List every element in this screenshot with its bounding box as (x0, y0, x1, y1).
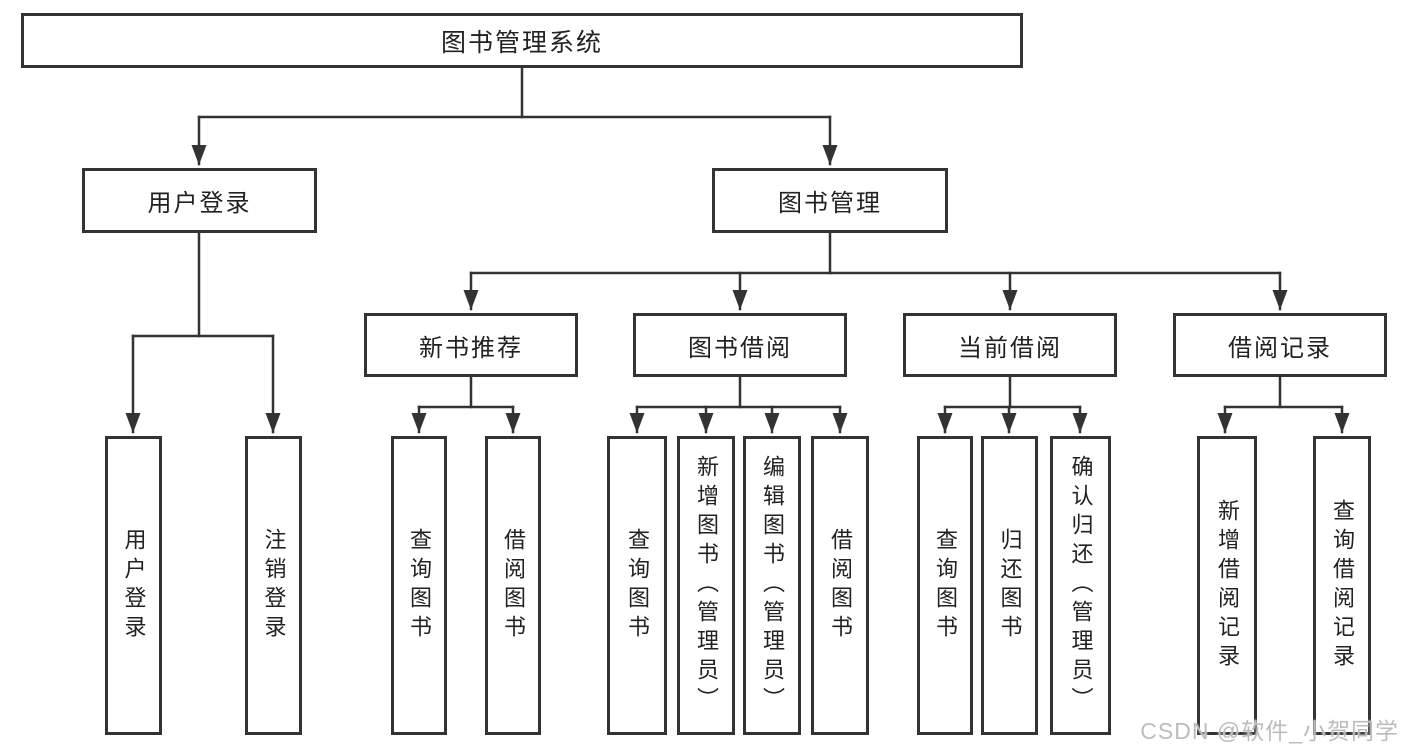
node-label: 借阅记录 (1228, 334, 1332, 362)
node-label: 确认归还（管理员） (1068, 455, 1094, 716)
node-label: 注销登录 (261, 527, 287, 644)
node-borrow-records: 借阅记录 (1173, 313, 1387, 377)
node-book-borrow: 图书借阅 (633, 313, 847, 377)
node-label: 编辑图书（管理员） (760, 455, 785, 716)
node-label: 查询图书 (625, 527, 650, 644)
node-new-book-recommend: 新书推荐 (364, 313, 578, 377)
node-label: 借阅图书 (501, 527, 526, 644)
node-current-borrow: 当前借阅 (903, 313, 1117, 377)
leaf-query-books-borrow: 查询图书 (607, 436, 667, 735)
leaf-confirm-return-admin: 确认归还（管理员） (1050, 436, 1111, 735)
leaf-add-borrow-record: 新增借阅记录 (1197, 436, 1257, 735)
node-label: 查询图书 (407, 527, 432, 644)
node-label: 归还图书 (997, 527, 1023, 644)
leaf-query-books-recommend: 查询图书 (391, 436, 447, 735)
node-label: 用户登录 (147, 190, 252, 217)
csdn-watermark: CSDN @软件_小贺同学 (1140, 718, 1399, 744)
leaf-borrow-books: 借阅图书 (811, 436, 869, 735)
leaf-query-books-current: 查询图书 (917, 436, 973, 735)
node-root-system: 图书管理系统 (21, 13, 1023, 68)
node-label: 新增图书（管理员） (694, 455, 719, 716)
leaf-user-login: 用户登录 (105, 436, 162, 735)
leaf-logout: 注销登录 (245, 436, 302, 735)
leaf-add-book-admin: 新增图书（管理员） (677, 436, 735, 735)
node-label: 图书管理系统 (440, 28, 603, 57)
node-label: 用户登录 (121, 527, 147, 644)
leaf-edit-book-admin: 编辑图书（管理员） (743, 436, 801, 735)
node-user-login-module: 用户登录 (82, 168, 317, 233)
node-label: 查询借阅记录 (1330, 498, 1355, 673)
node-label: 图书管理 (778, 190, 882, 217)
node-book-management-module: 图书管理 (712, 168, 948, 233)
leaf-return-book: 归还图书 (981, 436, 1038, 735)
node-label: 新增借阅记录 (1215, 498, 1240, 673)
leaf-borrow-books-recommend: 借阅图书 (485, 436, 541, 735)
node-label: 当前借阅 (958, 334, 1062, 362)
node-label: 图书借阅 (688, 334, 792, 362)
leaf-query-borrow-record: 查询借阅记录 (1313, 436, 1371, 735)
node-label: 新书推荐 (419, 334, 523, 362)
node-label: 借阅图书 (828, 527, 853, 644)
node-label: 查询图书 (933, 527, 958, 644)
